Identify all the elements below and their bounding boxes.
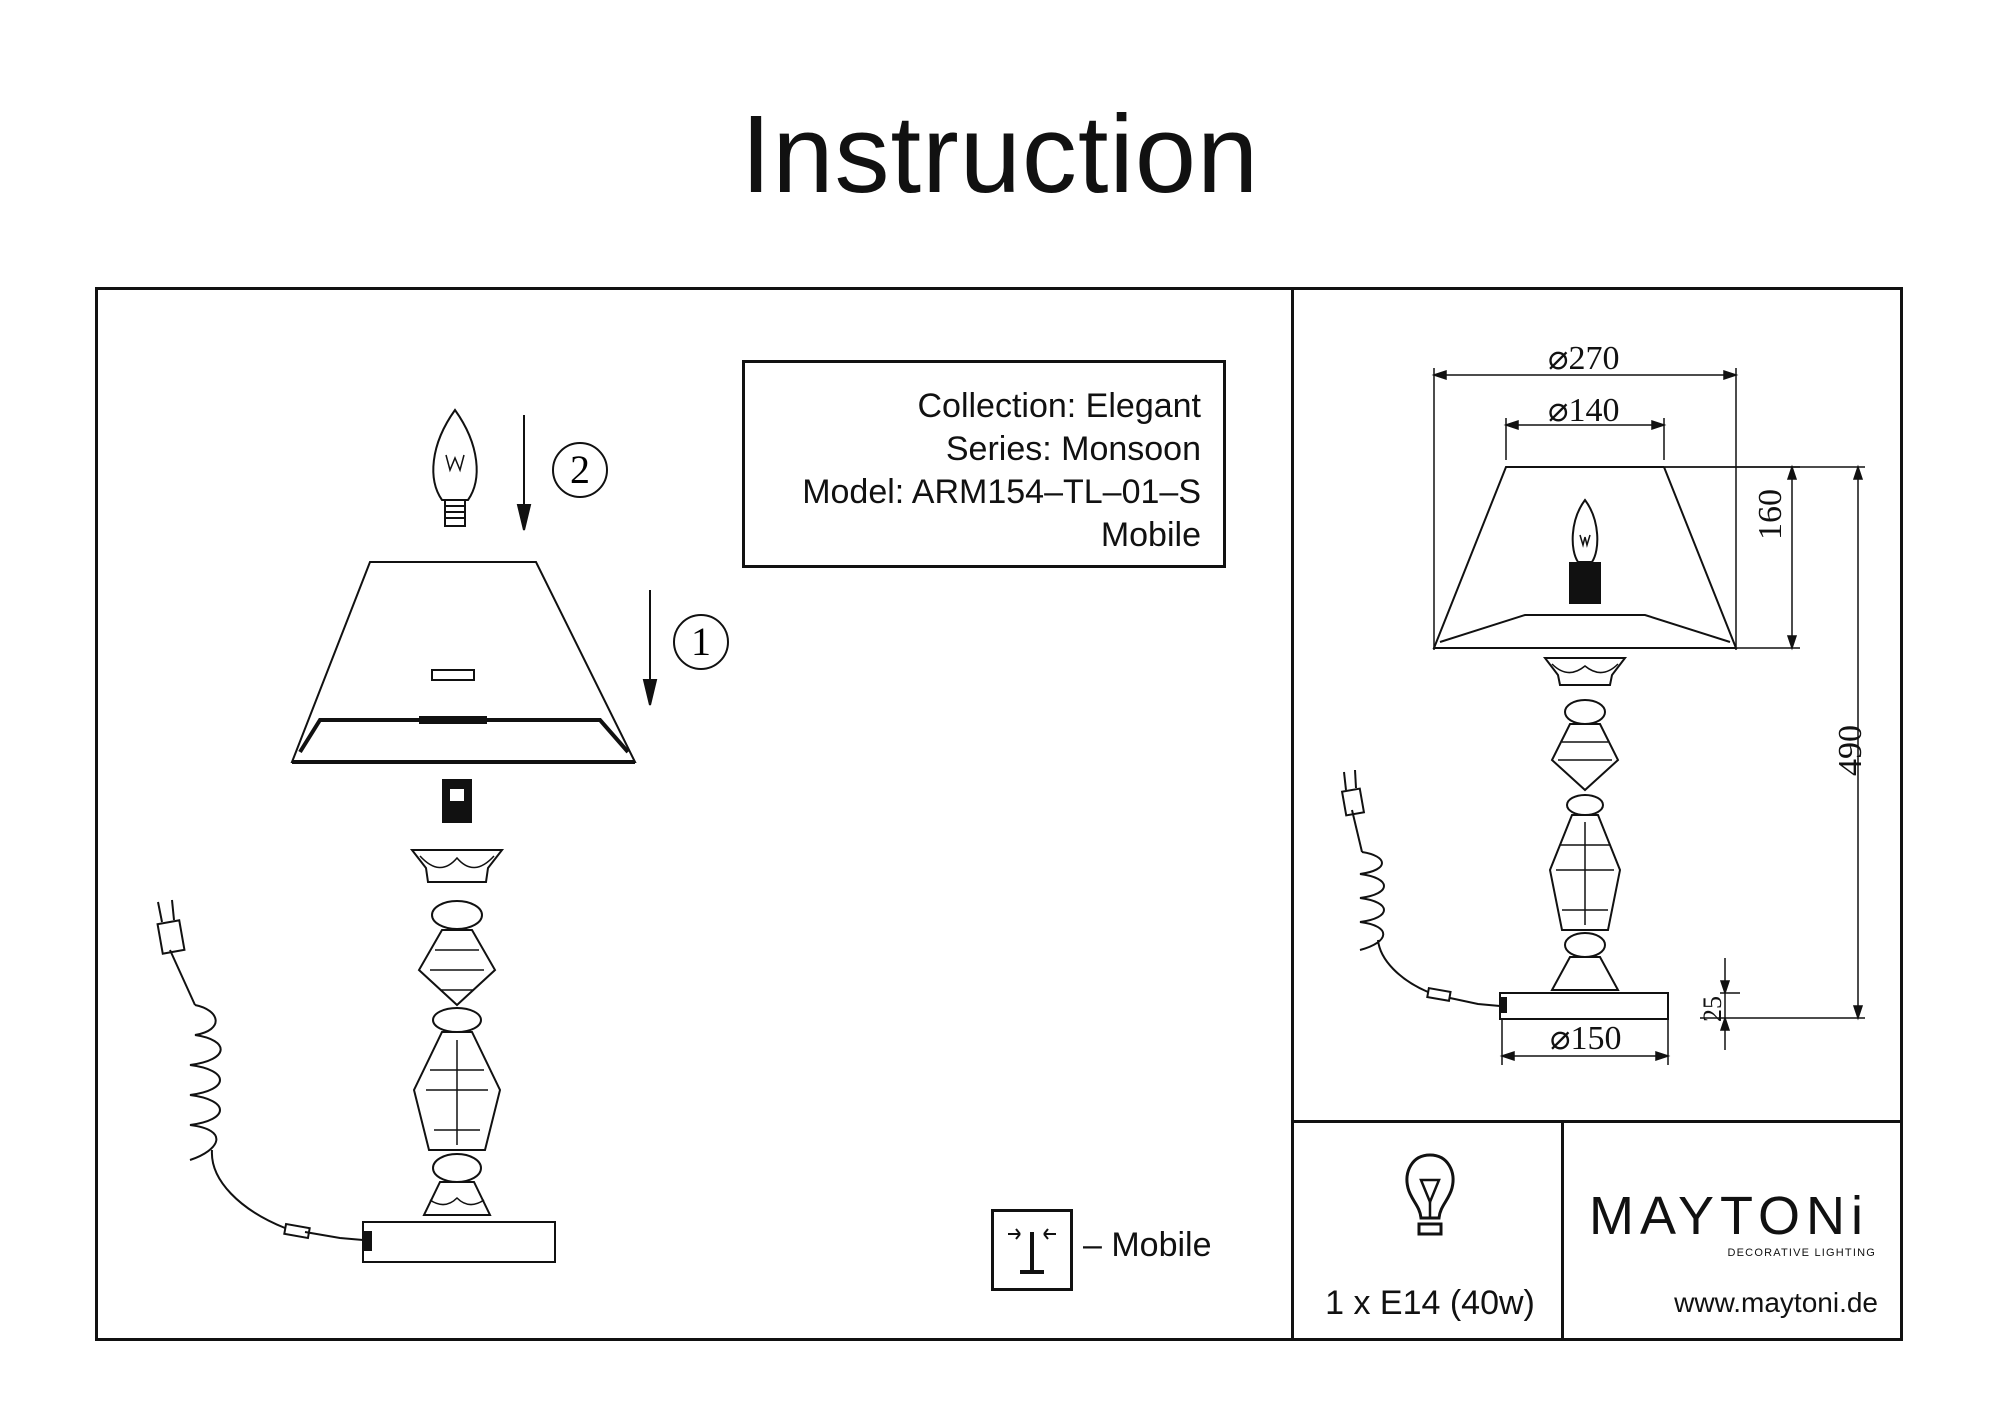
step-1-number: 1 [691, 619, 711, 664]
light-bulb-icon [1405, 1153, 1455, 1236]
lamp-body-icon [362, 779, 556, 1263]
model-text: Model: ARM154–TL–01–S [802, 473, 1201, 511]
total-height-label: 490 [1832, 725, 1869, 776]
brand-logo: MAYTONi [1588, 1186, 1870, 1246]
step-2-number: 2 [570, 447, 590, 492]
lamp-shade-icon [290, 561, 637, 764]
lamp-outline-icon [1340, 466, 1738, 1020]
assembly-drawing: 2 1 [156, 408, 729, 1263]
base-diameter-label: ⌀150 [1550, 1020, 1622, 1057]
brand-tagline: DECORATIVE LIGHTING [1727, 1247, 1876, 1259]
top-diameter-label: ⌀140 [1548, 392, 1620, 429]
bulb-icon [432, 408, 478, 527]
page-title: Instruction [740, 93, 1260, 216]
series-text: Series: Monsoon [945, 430, 1201, 468]
shade-height-label: 160 [1752, 489, 1789, 540]
arrow-down-icon [642, 590, 658, 706]
type-text: Mobile [1100, 516, 1201, 554]
product-info-box: Collection: Elegant Series: Monsoon Mode… [742, 360, 1226, 568]
instruction-frame [95, 287, 1903, 1341]
power-cord-icon [156, 899, 364, 1241]
shade-diameter-label: ⌀270 [1548, 340, 1620, 377]
panel-divider-horizontal [1291, 1120, 1903, 1123]
bulb-spec-label: 1 x E14 (40w) [1325, 1284, 1535, 1322]
panel-divider-vertical [1291, 287, 1294, 1341]
dimension-drawing [1340, 368, 1865, 1065]
website-link[interactable]: www.maytoni.de [1674, 1287, 1878, 1318]
collection-text: Collection: Elegant [917, 387, 1201, 425]
arrow-down-icon [516, 415, 532, 531]
step-2-badge [552, 442, 608, 498]
step-1-badge [673, 614, 729, 670]
mobile-legend-label: – Mobile [1083, 1226, 1212, 1264]
mobile-symbol-icon [991, 1209, 1073, 1291]
footer-divider [1561, 1120, 1564, 1341]
base-height-label: 25 [1698, 996, 1727, 1022]
